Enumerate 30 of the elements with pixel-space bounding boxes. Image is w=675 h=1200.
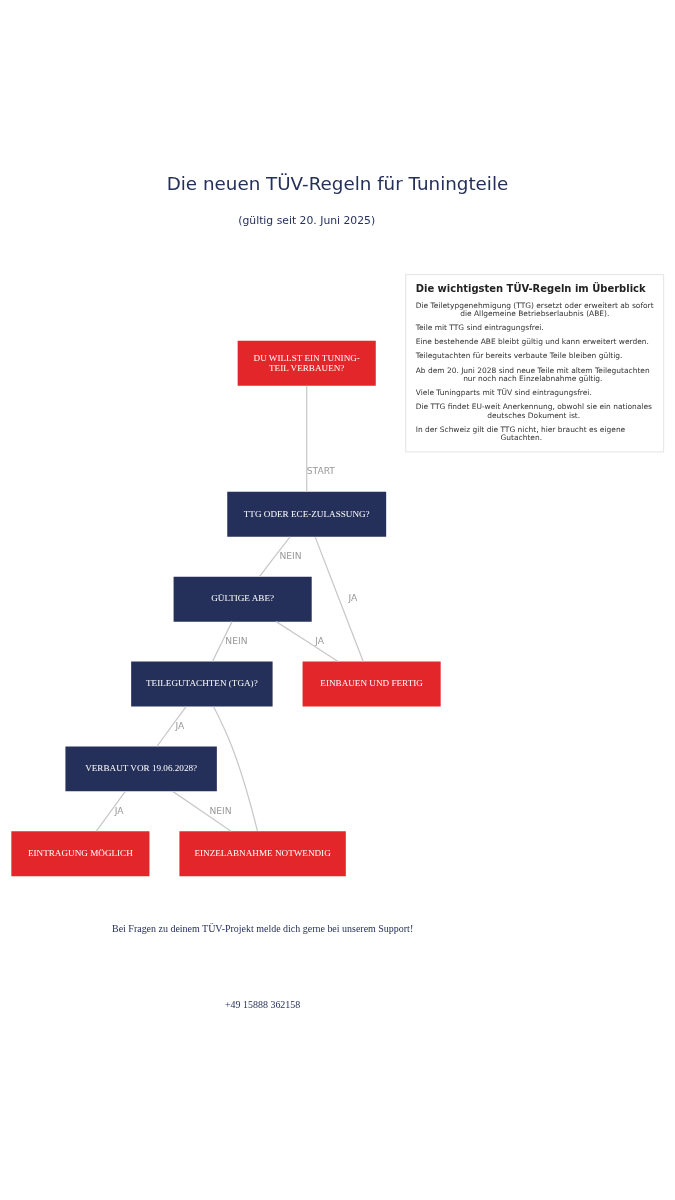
edge-label: JA [175,720,185,731]
label: +49 15888 362158 [224,998,301,1010]
node-box: EINTRAGUNG MÖGLICH [11,831,150,877]
edge-label: NEIN [209,805,232,816]
edge-label: START [306,466,335,477]
node-box: VERBAUT VOR 19.06.2028? [65,746,217,792]
connector [95,790,126,832]
node-box: EINBAUEN UND FERTIG [302,661,441,707]
node-box: GÜLTIGE ABE? [173,576,312,622]
connector [314,536,364,663]
node-box: EINZELABNAHME NOTWENDIG [179,831,346,877]
connector [211,621,233,662]
label: (gültig seit 20. Juni 2025) [238,214,376,228]
edge-label: JA [315,635,325,646]
diagram-title: Die neuen TÜV-Regeln für Tuningteile [166,173,509,195]
connector [306,385,308,493]
connector [213,706,259,832]
node-box: DU WILLST EIN TUNING-TEIL VERBAUEN? [237,340,376,386]
edge-label: JA [348,593,358,604]
connector [156,705,187,747]
node-box: Die wichtigsten TÜV-Regeln im Überblick Die Teiletypgenehmigung (TTG) ersetzt oder erweitert ab sofort die Allgemeine Betriebserlaubnis (ABE). Teile mit TTG sind eintragungsfrei. Eine bestehende ABE bleibt gültig und kann erweitert werden. Teilegutachten für bereits verbaute Teile bleiben gültig. Ab dem 20. Juni 2028 sind neue Teile mit altem Teilegutachten nur noch nach Einzelabnahme gültig. Viele Tuningparts mit TÜV sind eintragungsfrei. Die TTG findet EU-weit Anerkennung, obwohl sie ein nationales deutsches Dokument ist. In der Schweiz gilt die TTG nicht, hier braucht es eigene Gutachten. [405,274,665,453]
edge-label: NEIN [279,551,302,562]
node-box: TEILEGUTACHTEN (TGA)? [131,661,273,707]
connector [275,621,339,663]
edge-label: NEIN [225,635,248,646]
connector [258,536,291,578]
node-box: TTG ODER ECE-ZULASSUNG? [227,491,387,537]
edge-label: JA [114,805,124,816]
connector [172,790,232,832]
label: Bei Fragen zu deinem TÜV-Projekt melde dich gerne bei unserem Support! [112,923,414,935]
